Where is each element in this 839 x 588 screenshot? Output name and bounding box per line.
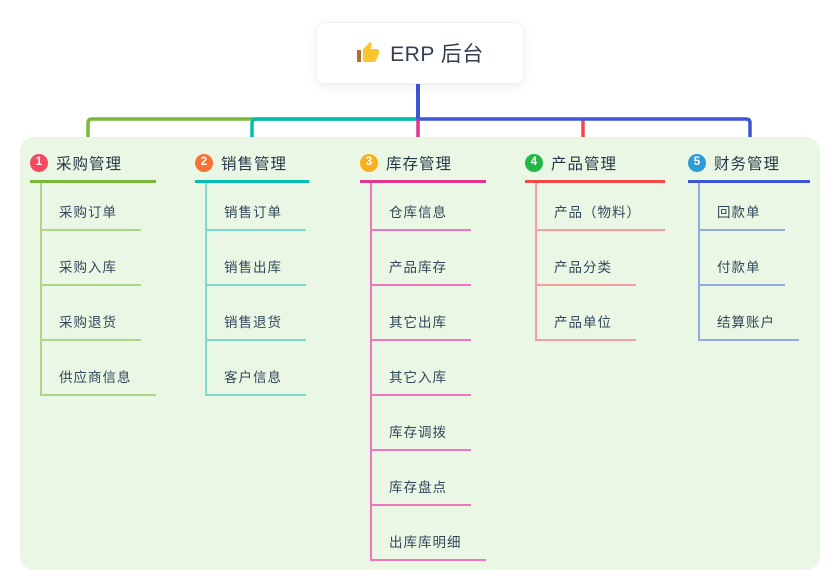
child-node[interactable]: 其它入库 [372, 341, 471, 396]
child-node[interactable]: 销售退货 [207, 286, 306, 341]
child-node-label: 其它入库 [389, 370, 447, 385]
branch-index-badge: 4 [525, 154, 543, 172]
branch-children: 回款单付款单结算账户 [698, 183, 810, 341]
root-title: ERP 后台 [390, 43, 484, 66]
child-node-label: 销售出库 [224, 260, 282, 275]
child-node[interactable]: 产品分类 [537, 231, 636, 286]
child-node-label: 客户信息 [224, 370, 282, 385]
child-node-label: 产品单位 [554, 315, 612, 330]
child-node-label: 产品库存 [389, 260, 447, 275]
branch-children: 采购订单采购入库采购退货供应商信息 [40, 183, 156, 396]
branch-column-3: 3 库存管理仓库信息产品库存其它出库其它入库库存调拨库存盘点出库库明细 [360, 146, 486, 561]
branch-index-badge: 1 [30, 154, 48, 172]
branch-column-1: 1 采购管理采购订单采购入库采购退货供应商信息 [30, 146, 156, 396]
child-node[interactable]: 结算账户 [700, 286, 799, 341]
child-node[interactable]: 回款单 [700, 183, 785, 231]
child-node-label: 结算账户 [717, 315, 775, 330]
child-node-label: 付款单 [717, 260, 761, 275]
branch-children: 销售订单销售出库销售退货客户信息 [205, 183, 309, 396]
child-node[interactable]: 产品库存 [372, 231, 471, 286]
root-node[interactable]: ERP 后台 [316, 22, 524, 84]
child-node[interactable]: 库存盘点 [372, 451, 471, 506]
branch-index-badge: 5 [688, 154, 706, 172]
child-node-label: 库存调拨 [389, 425, 447, 440]
child-node-label: 销售退货 [224, 315, 282, 330]
child-node-label: 产品分类 [554, 260, 612, 275]
child-node[interactable]: 产品（物料） [537, 183, 665, 231]
branch-node-3[interactable]: 3 库存管理 [360, 146, 486, 183]
child-node-label: 库存盘点 [389, 480, 447, 495]
child-node-label: 其它出库 [389, 315, 447, 330]
thumbs-up-icon [357, 42, 380, 62]
branch-label: 采购管理 [56, 156, 123, 173]
branch-children: 产品（物料） 产品分类产品单位 [535, 183, 665, 341]
child-node-label: 仓库信息 [389, 205, 447, 220]
branches-panel [20, 137, 820, 570]
child-node[interactable]: 仓库信息 [372, 183, 471, 231]
branch-node-4[interactable]: 4 产品管理 [525, 146, 665, 183]
branch-column-4: 4 产品管理产品（物料） 产品分类产品单位 [525, 146, 665, 341]
child-node-label: 供应商信息 [59, 370, 132, 385]
branch-label: 财务管理 [714, 156, 781, 173]
branch-index-badge: 2 [195, 154, 213, 172]
child-node[interactable]: 销售出库 [207, 231, 306, 286]
child-node[interactable]: 产品单位 [537, 286, 636, 341]
branch-column-2: 2 销售管理销售订单销售出库销售退货客户信息 [195, 146, 309, 396]
child-node-label: 销售订单 [224, 205, 282, 220]
branch-children: 仓库信息产品库存其它出库其它入库库存调拨库存盘点出库库明细 [370, 183, 486, 561]
child-node[interactable]: 客户信息 [207, 341, 306, 396]
branch-label: 库存管理 [386, 156, 453, 173]
child-node-label: 回款单 [717, 205, 761, 220]
child-node[interactable]: 采购订单 [42, 183, 141, 231]
branch-label: 销售管理 [221, 156, 288, 173]
child-node[interactable]: 供应商信息 [42, 341, 156, 396]
branch-node-1[interactable]: 1 采购管理 [30, 146, 156, 183]
branch-node-5[interactable]: 5 财务管理 [688, 146, 810, 183]
child-node-label: 采购入库 [59, 260, 117, 275]
child-node-label: 产品（物料） [554, 205, 641, 220]
child-node[interactable]: 其它出库 [372, 286, 471, 341]
child-node-label: 出库库明细 [389, 535, 462, 550]
child-node[interactable]: 采购退货 [42, 286, 141, 341]
branch-node-2[interactable]: 2 销售管理 [195, 146, 309, 183]
child-node-label: 采购订单 [59, 205, 117, 220]
child-node[interactable]: 出库库明细 [372, 506, 486, 561]
child-node[interactable]: 库存调拨 [372, 396, 471, 451]
branch-column-5: 5 财务管理回款单付款单结算账户 [688, 146, 810, 341]
child-node[interactable]: 付款单 [700, 231, 785, 286]
child-node[interactable]: 采购入库 [42, 231, 141, 286]
branch-index-badge: 3 [360, 154, 378, 172]
child-node[interactable]: 销售订单 [207, 183, 306, 231]
child-node-label: 采购退货 [59, 315, 117, 330]
branch-label: 产品管理 [551, 156, 618, 173]
